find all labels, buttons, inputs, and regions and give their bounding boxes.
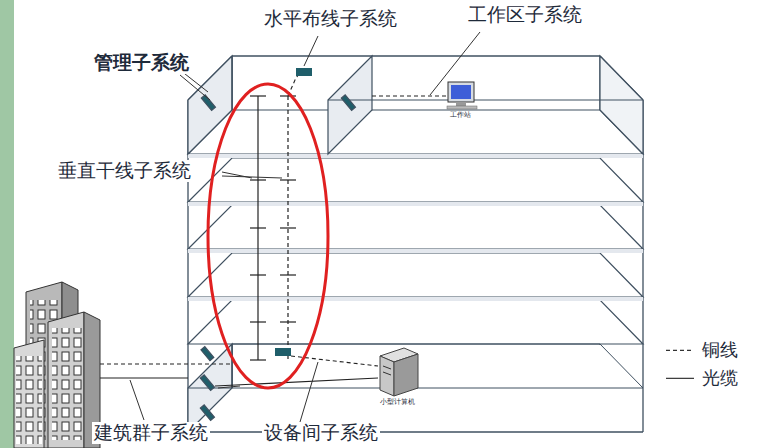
server-icon — [380, 348, 418, 396]
device-label: 工作站 — [448, 111, 473, 119]
floor-slab — [188, 110, 643, 344]
building-cluster — [14, 282, 100, 448]
highlight-ellipse — [208, 84, 328, 388]
subsystem-label: 水平布线子系统 — [262, 8, 399, 30]
side-bar — [0, 0, 14, 448]
subsystem-label: 工作区子系统 — [466, 4, 584, 26]
room-wall — [188, 344, 643, 432]
vertical-trunk — [250, 96, 296, 360]
leader-line — [130, 32, 480, 422]
legend-sample — [666, 350, 694, 351]
legend-text: 铜线 — [700, 340, 740, 361]
legend-sample — [666, 378, 694, 379]
legend-text: 光缆 — [700, 368, 740, 389]
horizontal-cabling — [288, 68, 448, 96]
room-wall — [188, 56, 643, 154]
building-outline — [188, 56, 643, 432]
workstation-icon — [447, 82, 477, 109]
device-label: 小型计算机 — [378, 398, 417, 406]
subsystem-label: 建筑群子系统 — [92, 422, 210, 444]
subsystem-label: 设备间子系统 — [262, 422, 380, 444]
subsystem-label: 垂直干线子系统 — [56, 160, 193, 182]
subsystem-label: 管理子系统 — [92, 52, 191, 74]
